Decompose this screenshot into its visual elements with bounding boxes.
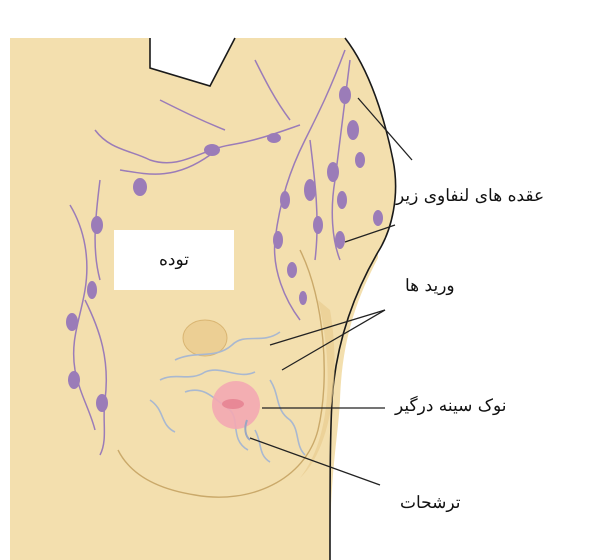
lump xyxy=(183,320,227,356)
nipple xyxy=(222,399,244,409)
discharge-label: ترشحات xyxy=(400,493,461,513)
lump-label: توده xyxy=(159,250,189,270)
veins-label: ورید ها xyxy=(405,276,455,296)
lymph-nodes-label: عقده های لنفاوی زیر xyxy=(396,186,606,206)
lump-label-box: توده xyxy=(114,230,234,290)
retracted-nipple-label: نوک سینه درگیر xyxy=(395,396,507,416)
